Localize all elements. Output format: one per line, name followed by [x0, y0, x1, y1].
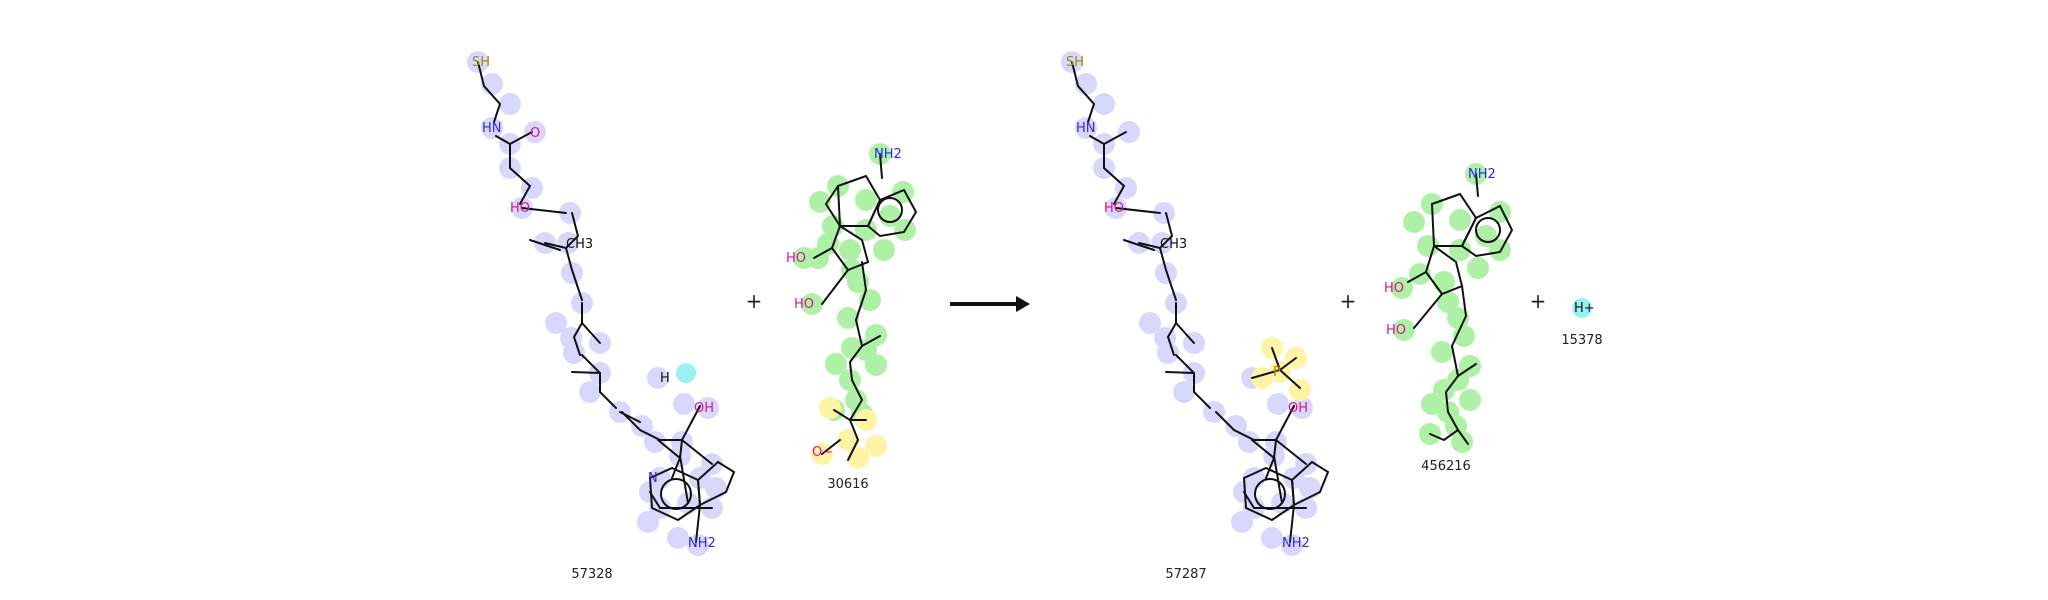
atom-h-plus: H+ — [1574, 301, 1595, 316]
plus-sign-3: + — [1530, 289, 1547, 313]
atom-ho: HO — [510, 201, 530, 216]
atom-ho-p2b: HO — [1386, 323, 1406, 338]
atom-ch3-p1: CH3 — [1160, 237, 1187, 252]
molecule-30616: NH2 HO HO O− 30616 — [786, 143, 918, 492]
atom-o: O — [530, 126, 540, 141]
atom-o-minus: O− — [812, 445, 833, 460]
atom-nh2-p1: NH2 — [1282, 536, 1310, 551]
atom-p-p1: P — [1273, 365, 1281, 380]
compound-id-57328: 57328 — [571, 567, 612, 582]
atom-nh2: NH2 — [688, 536, 716, 551]
atom-ho-3: HO — [794, 297, 814, 312]
atom-sh-p1: SH — [1066, 55, 1084, 70]
atom-hn: HN — [482, 121, 502, 136]
plus-sign-2: + — [1340, 289, 1357, 313]
plus-sign: + — [746, 289, 763, 313]
compound-id-30616: 30616 — [827, 477, 868, 492]
atom-oh-p1: OH — [1288, 401, 1308, 416]
compound-id-15378: 15378 — [1561, 333, 1602, 348]
compound-id-57287: 57287 — [1165, 567, 1206, 582]
molecule-456216: NH2 HO HO 456216 — [1384, 163, 1514, 474]
atom-oh: OH — [694, 401, 714, 416]
atom-hn-p1: HN — [1076, 121, 1096, 136]
atom-ch3: CH3 — [566, 237, 593, 252]
reaction-arrow — [950, 296, 1030, 312]
atom-ho-p1: HO — [1104, 201, 1124, 216]
molecule-57287: SH HN HO CH3 OH NH2 P 57287 — [1061, 51, 1330, 582]
molecule-15378: H+ 15378 — [1561, 298, 1603, 348]
atom-n: N — [648, 471, 658, 486]
atom-h: H — [660, 371, 670, 386]
atom-ho-p2a: HO — [1384, 281, 1404, 296]
molecule-57328: SH HN O HO CH3 H OH NH2 N 57328 — [467, 51, 736, 582]
atom-ho-2: HO — [786, 251, 806, 266]
atom-sh: SH — [472, 55, 490, 70]
atom-nh2-2: NH2 — [874, 147, 902, 162]
atom-nh2-p2: NH2 — [1468, 167, 1496, 182]
compound-id-456216: 456216 — [1421, 459, 1471, 474]
